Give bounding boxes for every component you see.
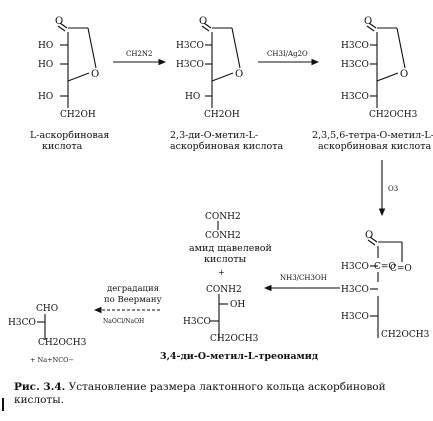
tet-name-1: 2,3,5,6-тетра-О-метил-L- <box>312 130 433 141</box>
oxa-plus: + <box>218 268 225 277</box>
asc-ch2oh: CH2OH <box>60 110 96 120</box>
thr-ch2och3: CH2OCH3 <box>210 334 259 344</box>
thr-name: 3,4-ди-О-метил-L-треонамид <box>160 351 318 362</box>
asc-ring-o: O <box>91 69 99 80</box>
reagent-step1: CH2N2 <box>126 50 153 58</box>
dim-name-2: аскорбиновая кислота <box>170 141 283 152</box>
caption-text: Установление размера лактонного кольца а… <box>14 381 386 406</box>
dim-o-top: O <box>199 16 207 27</box>
aldehyde-structure <box>37 314 46 340</box>
dim-ho3: HO <box>185 92 200 102</box>
tet-meo3: H3CO <box>341 92 369 102</box>
tetramethyl-structure <box>366 22 406 108</box>
reagent-step4: NH3/CH3OH <box>280 274 327 282</box>
thr-oh: OH <box>230 300 245 310</box>
asc-name-2: кислота <box>42 141 83 152</box>
asc-name-1: L-аскорбиновая <box>30 130 109 141</box>
tet-name-2: аскорбиновая кислота <box>318 141 431 152</box>
margin-mark <box>2 398 4 411</box>
tet-meo1: H3CO <box>341 41 369 51</box>
reaction-scheme: O HO HO O HO CH2OH L-аскорбиновая кислот… <box>8 16 433 364</box>
oxa-name-1: амид щавелевой <box>189 243 272 254</box>
caption-label: Рис. 3.4. <box>14 381 66 393</box>
dim-meo1: H3CO <box>176 41 204 51</box>
ozonide-structure <box>367 236 403 338</box>
asc-ho3: HO <box>38 92 53 102</box>
thr-conh2: CONH2 <box>206 285 242 295</box>
reagent-step2: CH3I/Ag2O <box>267 50 308 58</box>
ozo-meo3: H3CO <box>341 312 369 322</box>
ald-meo: H3CO <box>8 318 36 328</box>
ozo-ch2och3: CH2OCH3 <box>381 330 430 340</box>
tet-ch2och3: CH2OCH3 <box>369 110 418 120</box>
ozo-co2: C=O <box>390 264 412 274</box>
dimethyl-structure <box>201 22 241 108</box>
thr-meo: H3CO <box>183 317 211 327</box>
ozo-meo1: H3CO <box>341 262 369 272</box>
dim-ch2oh: CH2OH <box>204 110 240 120</box>
reagent-step5-1: деградация <box>107 284 159 294</box>
ascorbic-acid-structure <box>57 22 97 108</box>
reagent-step5-2: по Веерману <box>104 295 162 305</box>
ald-ch2och3: CH2OCH3 <box>38 338 87 348</box>
reagent-step5-below: NaOCl/NaOH <box>103 318 144 325</box>
dim-meo2: H3CO <box>176 60 204 70</box>
asc-ho1: HO <box>38 41 53 51</box>
oxa-conh2-2: CONH2 <box>205 231 241 241</box>
oxa-conh2-1: CONH2 <box>205 212 241 222</box>
tet-ring-o: O <box>400 69 408 80</box>
ozo-meo2: H3CO <box>341 285 369 295</box>
dim-name-1: 2,3-ди-О-метил-L- <box>170 130 258 141</box>
ald-byproduct: + Na+NCO− <box>30 356 74 364</box>
oxa-name-2: кислоты <box>204 254 247 265</box>
ald-cho: CHO <box>36 304 58 314</box>
figure-caption: Рис. 3.4. Установление размера лактонног… <box>14 381 424 407</box>
ozo-o-top: O <box>365 230 373 241</box>
reagent-step3: O3 <box>388 185 398 193</box>
ozo-co1: C=O <box>374 262 396 272</box>
dim-ring-o: O <box>235 69 243 80</box>
asc-o-top: O <box>55 16 63 27</box>
tet-meo2: H3CO <box>341 60 369 70</box>
tet-o-top: O <box>364 16 372 27</box>
asc-ho2: HO <box>38 60 53 70</box>
threonamide-structure <box>210 294 228 340</box>
